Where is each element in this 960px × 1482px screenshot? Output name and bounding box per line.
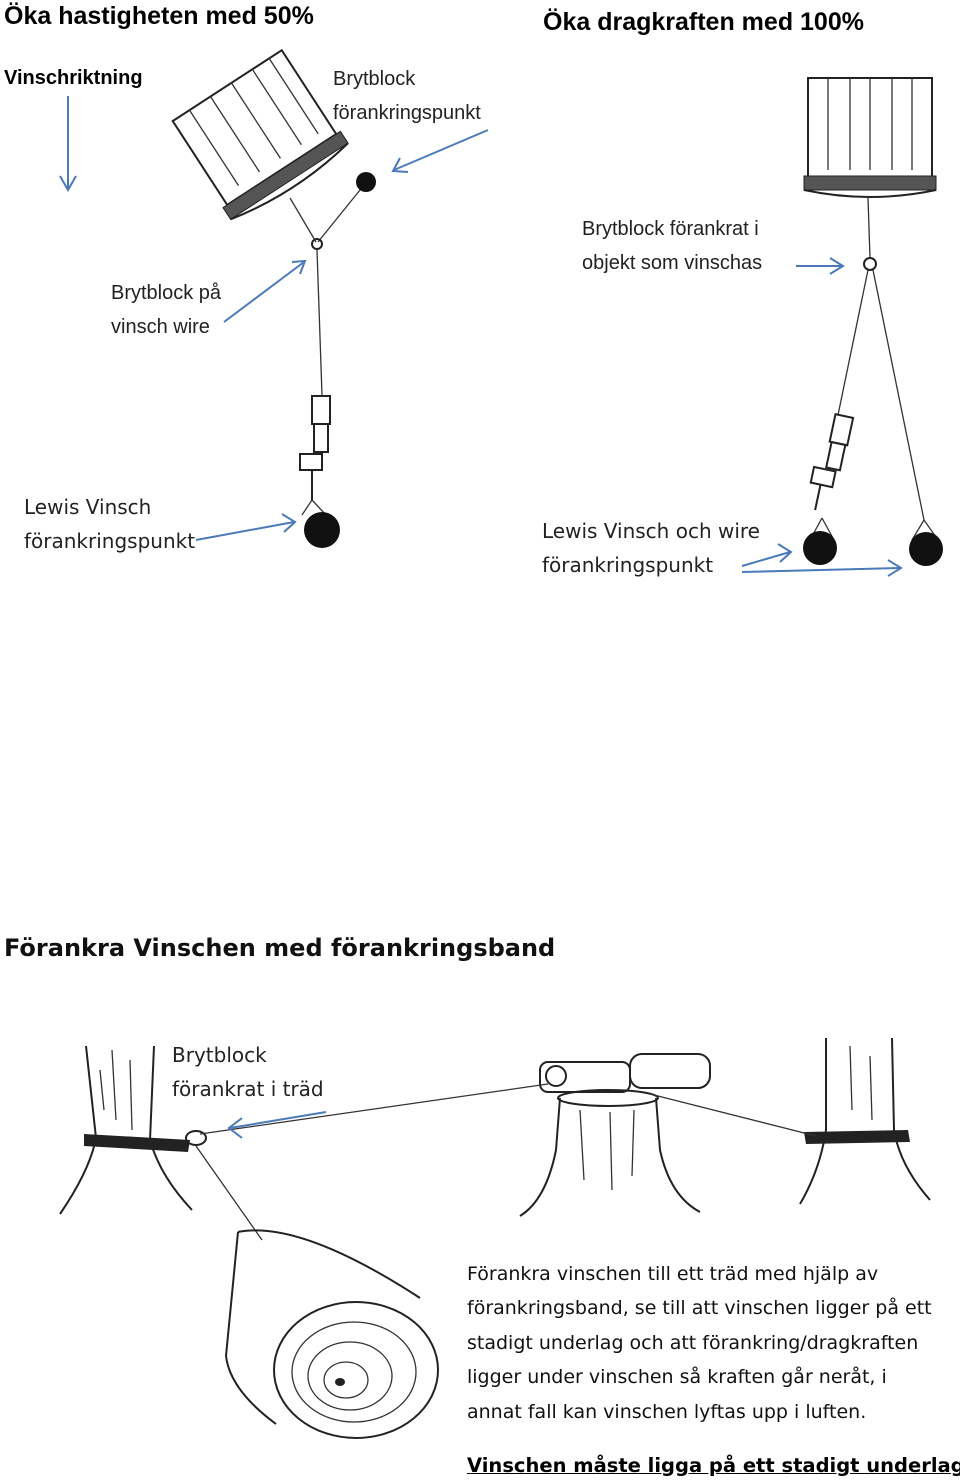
wire-right — [837, 197, 925, 521]
block-anchored-arrow-icon — [796, 257, 845, 275]
winch-anchor-arrow-icon — [195, 513, 297, 541]
anchor-block-label-line1: Brytblock — [333, 68, 416, 90]
section-heading: Förankra Vinschen med förankringsband — [4, 934, 556, 962]
anchor-weights-right — [803, 517, 943, 566]
instructions-block: Förankra vinschen till ett träd med hjäl… — [467, 1257, 932, 1429]
instruction-line: förankringsband, se till att vinschen li… — [467, 1297, 932, 1320]
tree-block-label-line1: Brytblock — [172, 1043, 267, 1067]
tree-block-pulley-icon — [185, 1130, 207, 1146]
winch-wire-anchor-arrow-icon-2 — [741, 559, 903, 577]
sled-drawing-right — [803, 77, 937, 198]
stump-with-winch-drawing — [519, 1053, 711, 1217]
tree-right-drawing — [799, 1037, 931, 1205]
direction-arrow-icon — [59, 96, 77, 193]
tree-block-arrow-icon — [227, 1111, 327, 1139]
winch-drawing-right — [809, 413, 855, 511]
block-anchored-label-line1: Brytblock förankrat i — [582, 218, 759, 240]
title-force: Öka dragkraften med 100% — [543, 8, 864, 36]
direction-label: Vinschriktning — [4, 67, 143, 89]
block-anchored-label-line2: objekt som vinschas — [582, 252, 763, 274]
sled-drawing-left — [171, 48, 349, 221]
instruction-line: ligger under vinschen så kraften går ner… — [467, 1366, 887, 1389]
winch-drawing-left — [299, 395, 340, 548]
block-wire-arrow-icon — [223, 259, 307, 323]
instruction-line: annat fall kan vinschen lyftas upp i luf… — [467, 1400, 867, 1423]
block-anchor-arrow-icon — [391, 129, 489, 173]
winch-wire-anchor-label-line1: Lewis Vinsch och wire — [542, 519, 760, 543]
log-drawing — [224, 1229, 439, 1439]
winch-wire-anchor-arrow-icon-1 — [741, 543, 793, 567]
block-on-wire-label-line1: Brytblock på — [111, 282, 222, 304]
wire-left — [289, 189, 361, 396]
winch-wire-anchor-label-line2: förankringspunkt — [542, 553, 714, 577]
winch-lines-bottom — [195, 1083, 817, 1241]
warning-text: Vinschen måste ligga på ett stadigt unde… — [467, 1454, 960, 1477]
tree-left-drawing — [59, 1045, 193, 1215]
winch-anchor-label-line2: förankringspunkt — [24, 529, 196, 553]
tree-block-label-line2: förankrat i träd — [172, 1077, 324, 1101]
anchor-pulley-icon — [356, 172, 376, 192]
block-on-wire-label-line2: vinsch wire — [111, 316, 210, 338]
instruction-line: stadigt underlag och att förankring/drag… — [467, 1331, 919, 1354]
instruction-line: Förankra vinschen till ett träd med hjäl… — [467, 1263, 879, 1285]
title-speed: Öka hastigheten med 50% — [4, 2, 314, 30]
winch-anchor-label-line1: Lewis Vinsch — [24, 495, 152, 519]
anchor-block-label-line2: förankringspunkt — [333, 102, 481, 124]
